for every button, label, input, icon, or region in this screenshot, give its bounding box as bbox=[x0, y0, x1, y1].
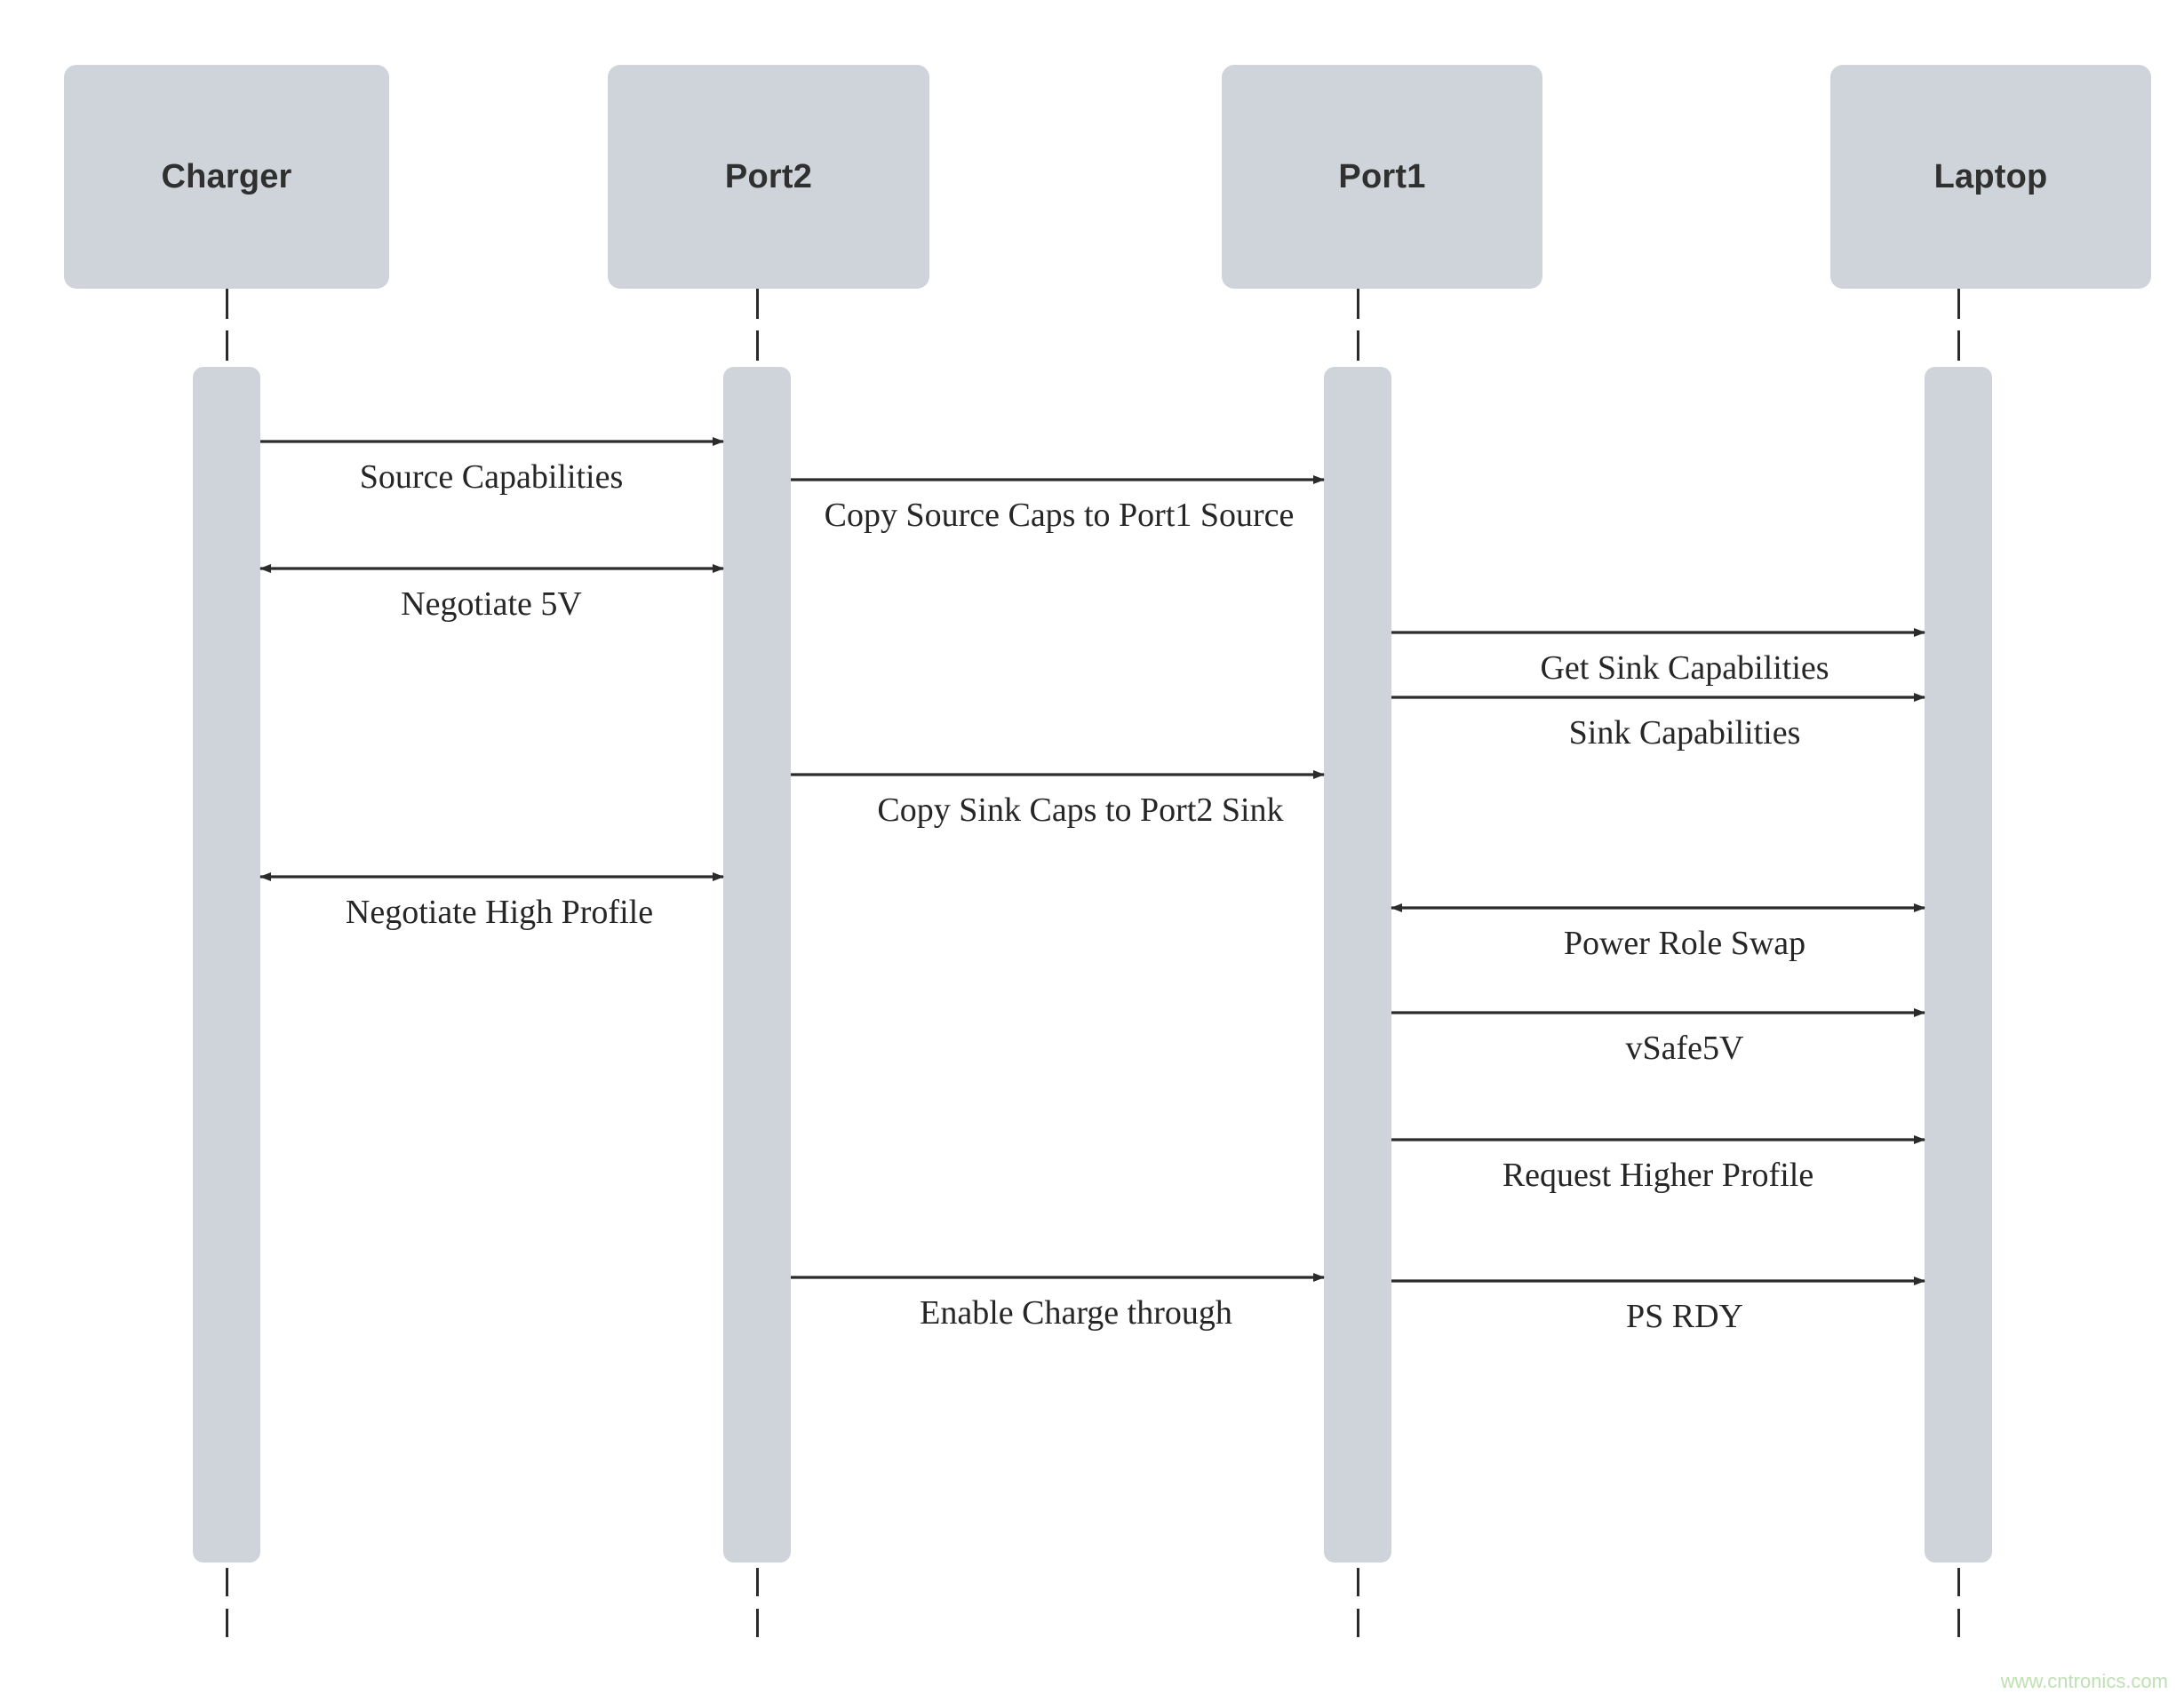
participant-label-port2: Port2 bbox=[724, 157, 813, 195]
participant-box-port2[interactable]: Port2 bbox=[608, 65, 929, 289]
message-label-enable-charge-through: Enable Charge through bbox=[920, 1294, 1232, 1332]
activation-bar-port2 bbox=[723, 367, 791, 1563]
lifeline-dash-laptop-top-a bbox=[1957, 289, 1960, 319]
participant-box-port1[interactable]: Port1 bbox=[1222, 65, 1542, 289]
participant-label-port1: Port1 bbox=[1338, 157, 1426, 195]
message-label-get-sink-capabilities: Get Sink Capabilities bbox=[1540, 649, 1829, 687]
participant-label-charger: Charger bbox=[161, 157, 292, 195]
lifeline-dash-port2-top-a bbox=[756, 289, 759, 319]
lifeline-dash-laptop-bottom-a bbox=[1957, 1568, 1960, 1596]
activation-bar-port1 bbox=[1324, 367, 1391, 1563]
message-label-copy-sink-caps-to-port2: Copy Sink Caps to Port2 Sink bbox=[877, 791, 1284, 829]
lifeline-dash-port1-bottom-a bbox=[1357, 1568, 1359, 1596]
participant-box-laptop[interactable]: Laptop bbox=[1830, 65, 2151, 289]
message-label-vsafe5v: vSafe5V bbox=[1625, 1030, 1744, 1067]
message-label-source-capabilities: Source Capabilities bbox=[359, 458, 624, 496]
lifeline-dash-charger-top-b bbox=[226, 330, 228, 361]
lifeline-dash-port1-top-b bbox=[1357, 330, 1359, 361]
activation-bar-charger bbox=[193, 367, 260, 1563]
lifeline-dash-port1-top-a bbox=[1357, 289, 1359, 319]
message-label-power-role-swap: Power Role Swap bbox=[1563, 925, 1806, 962]
lifeline-dash-port2-top-b bbox=[756, 330, 759, 361]
lifeline-dash-port1-bottom-b bbox=[1357, 1609, 1359, 1637]
message-label-request-higher-profile: Request Higher Profile bbox=[1502, 1157, 1814, 1194]
participant-box-charger[interactable]: Charger bbox=[64, 65, 389, 289]
lifeline-dash-port2-bottom-a bbox=[756, 1568, 759, 1596]
message-label-sink-capabilities: Sink Capabilities bbox=[1568, 714, 1801, 752]
lifeline-dash-port2-bottom-b bbox=[756, 1609, 759, 1637]
activation-bar-laptop bbox=[1925, 367, 1992, 1563]
watermark: www.cntronics.com bbox=[2000, 1670, 2168, 1692]
lifeline-dash-laptop-bottom-b bbox=[1957, 1609, 1960, 1637]
lifeline-dash-charger-bottom-a bbox=[226, 1568, 228, 1596]
message-label-copy-source-caps-to-port1: Copy Source Caps to Port1 Source bbox=[824, 497, 1295, 534]
lifeline-dash-charger-top-a bbox=[226, 289, 228, 319]
lifeline-dash-laptop-top-b bbox=[1957, 330, 1960, 361]
message-label-ps-rdy: PS RDY bbox=[1626, 1298, 1743, 1335]
message-label-negotiate-5v: Negotiate 5V bbox=[401, 585, 582, 623]
lifeline-dash-charger-bottom-b bbox=[226, 1609, 228, 1637]
participant-label-laptop: Laptop bbox=[1933, 157, 2048, 195]
message-label-negotiate-high-profile: Negotiate High Profile bbox=[345, 894, 654, 931]
